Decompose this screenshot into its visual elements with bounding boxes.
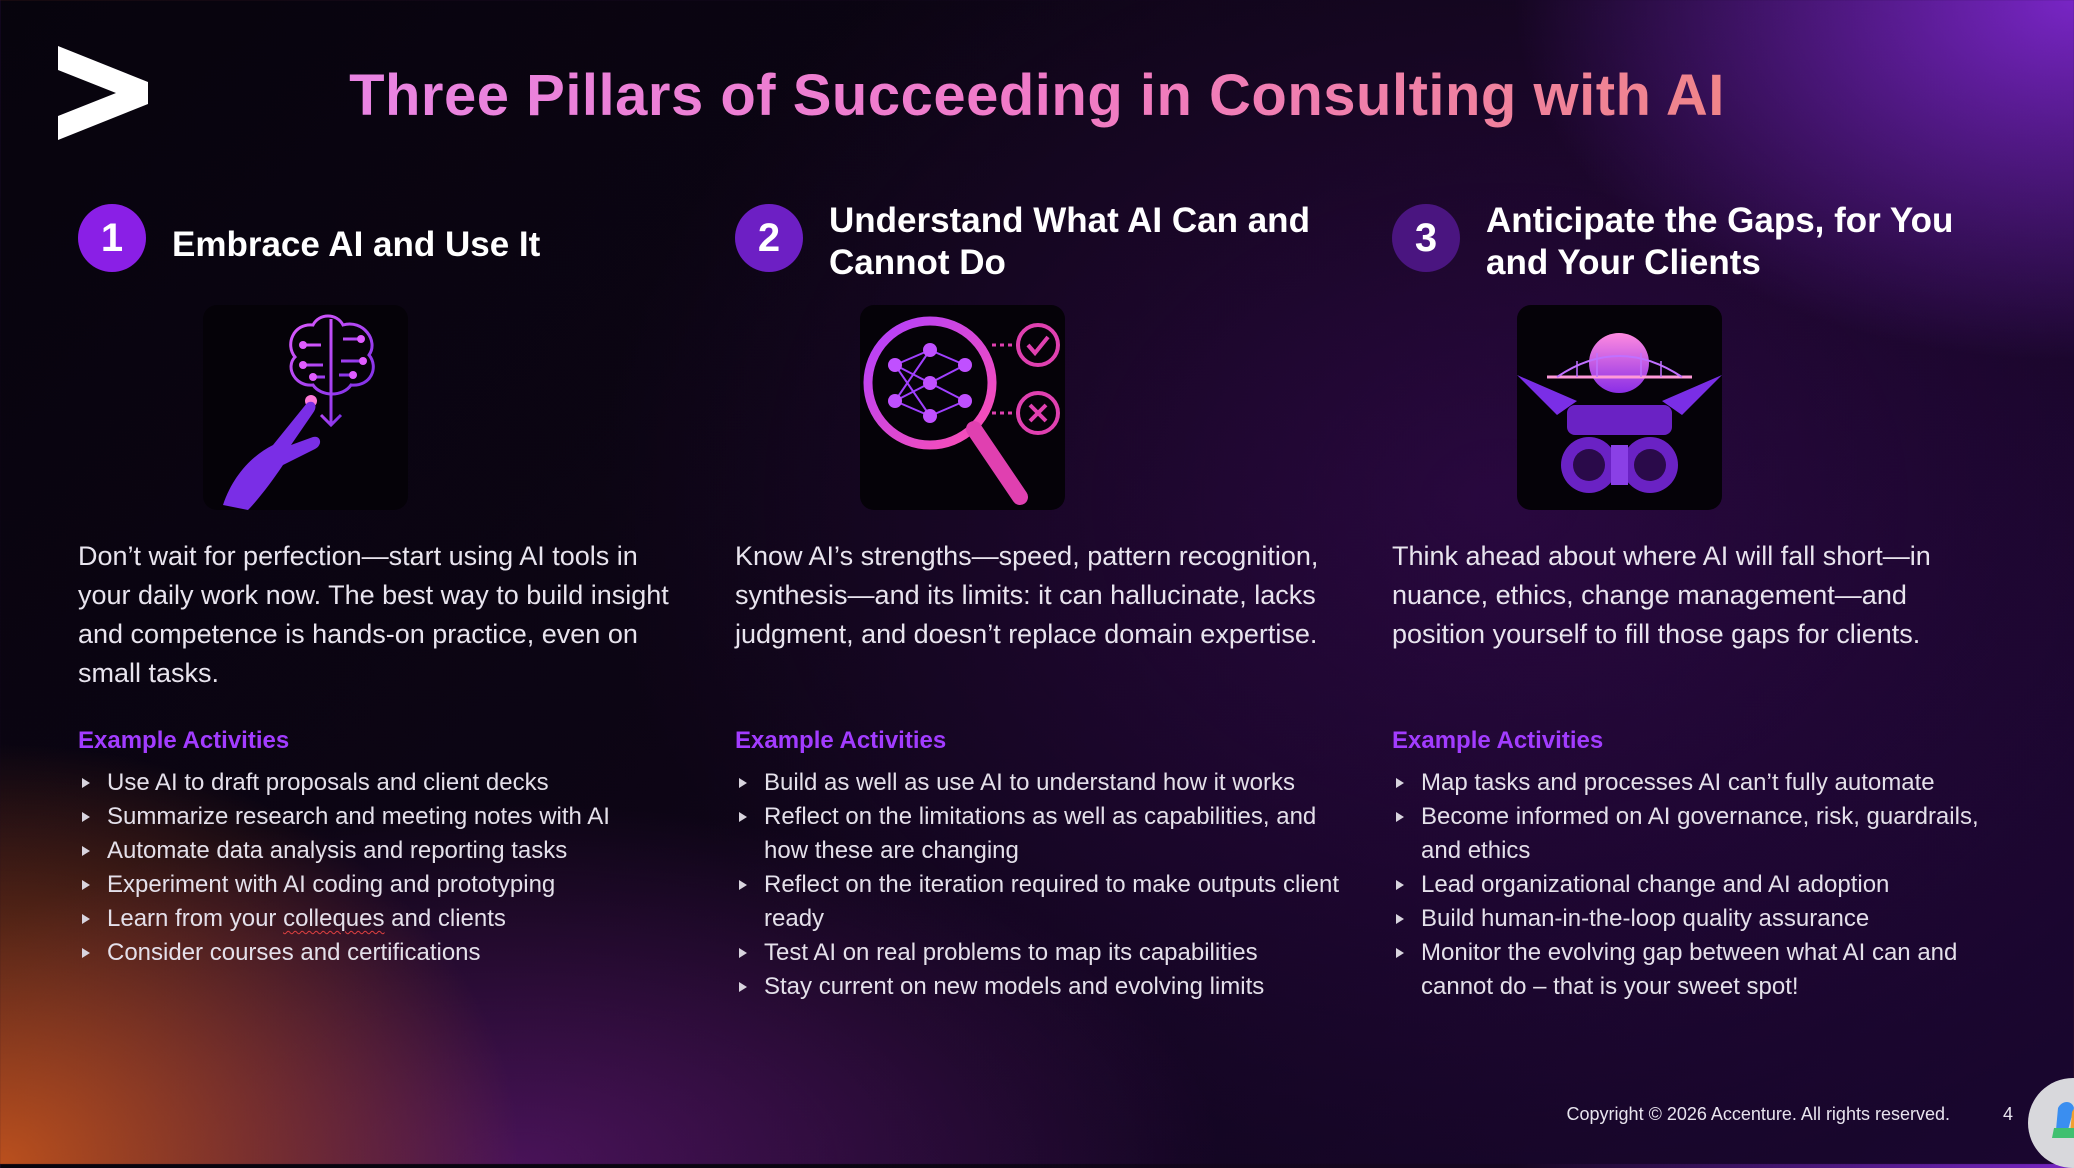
accenture-logo-icon bbox=[58, 46, 148, 140]
list-item: Reflect on the limitations as well as ca… bbox=[735, 800, 1355, 868]
bullet-icon bbox=[1396, 778, 1404, 788]
list-item: Stay current on new models and evolving … bbox=[735, 970, 1355, 1004]
bullet-icon bbox=[82, 812, 90, 822]
bullet-icon bbox=[82, 778, 90, 788]
example-activities-list: Use AI to draft proposals and client dec… bbox=[78, 766, 698, 970]
list-item: Map tasks and processes AI can’t fully a… bbox=[1392, 766, 2012, 800]
copyright-text: Copyright © 2026 Accenture. All rights r… bbox=[1566, 1104, 1950, 1124]
pillar-description: Know AI’s strengths—speed, pattern recog… bbox=[735, 541, 1319, 649]
pillar-number-badge: 3 bbox=[1392, 204, 1460, 272]
example-activities-list: Build as well as use AI to understand ho… bbox=[735, 766, 1355, 1004]
example-activities-list: Map tasks and processes AI can’t fully a… bbox=[1392, 766, 2012, 1004]
list-item: Test AI on real problems to map its capa… bbox=[735, 936, 1355, 970]
pillar-description: Think ahead about where AI will fall sho… bbox=[1392, 541, 1931, 649]
spellcheck-underline: colleques bbox=[283, 905, 385, 932]
pillar-number-badge: 1 bbox=[78, 204, 146, 272]
list-item: Monitor the evolving gap between what AI… bbox=[1392, 936, 2012, 1004]
example-activities-label: Example Activities bbox=[735, 727, 947, 754]
pillar-number-badge: 2 bbox=[735, 204, 803, 272]
pillar-1: 1 Embrace AI and Use It Don’t wait for p… bbox=[78, 200, 698, 966]
list-item: Become informed on AI governance, risk, … bbox=[1392, 800, 2012, 868]
page-number: 4 bbox=[2002, 1104, 2013, 1124]
list-item: Build as well as use AI to understand ho… bbox=[735, 766, 1355, 800]
magnifier-neural-network-icon bbox=[860, 305, 1065, 510]
hand-touching-brain-icon bbox=[203, 305, 408, 510]
list-item: Use AI to draft proposals and client dec… bbox=[78, 766, 698, 800]
bullet-icon bbox=[1396, 812, 1404, 822]
bullet-icon bbox=[1396, 880, 1404, 890]
page-title: Three Pillars of Succeeding in Consultin… bbox=[0, 62, 2074, 129]
pillar-title: Understand What AI Can and Cannot Do bbox=[829, 201, 1310, 282]
bullet-icon bbox=[82, 880, 90, 890]
pillar-title: Anticipate the Gaps, for You and Your Cl… bbox=[1486, 201, 1954, 282]
list-item: Summarize research and meeting notes wit… bbox=[78, 800, 698, 834]
list-item: Automate data analysis and reporting tas… bbox=[78, 834, 698, 868]
binoculars-horizon-icon bbox=[1517, 305, 1722, 510]
example-activities-label: Example Activities bbox=[78, 727, 290, 754]
example-activities-label: Example Activities bbox=[1392, 727, 1604, 754]
bullet-icon bbox=[739, 778, 747, 788]
bullet-icon bbox=[739, 880, 747, 890]
bullet-icon bbox=[739, 812, 747, 822]
list-item: Reflect on the iteration required to mak… bbox=[735, 868, 1355, 936]
bullet-icon bbox=[739, 982, 747, 992]
bullet-icon bbox=[1396, 948, 1404, 958]
bullet-icon bbox=[739, 948, 747, 958]
list-item: Build human-in-the-loop quality assuranc… bbox=[1392, 902, 2012, 936]
pillar-description: Don’t wait for perfection—start using AI… bbox=[78, 541, 669, 688]
bullet-icon bbox=[82, 914, 90, 924]
copilot-icon[interactable] bbox=[2028, 1078, 2074, 1168]
pillar-title: Embrace AI and Use It bbox=[172, 225, 541, 264]
bullet-icon bbox=[82, 948, 90, 958]
bullet-icon bbox=[1396, 914, 1404, 924]
pillar-3: 3 Anticipate the Gaps, for You and Your … bbox=[1392, 200, 2012, 1000]
list-item: Lead organizational change and AI adopti… bbox=[1392, 868, 2012, 902]
list-item: Experiment with AI coding and prototypin… bbox=[78, 868, 698, 902]
bullet-icon bbox=[82, 846, 90, 856]
pillar-2: 2 Understand What AI Can and Cannot Do bbox=[735, 200, 1355, 1000]
list-item: Learn from your colleques and clients bbox=[78, 902, 698, 936]
list-item: Consider courses and certifications bbox=[78, 936, 698, 970]
